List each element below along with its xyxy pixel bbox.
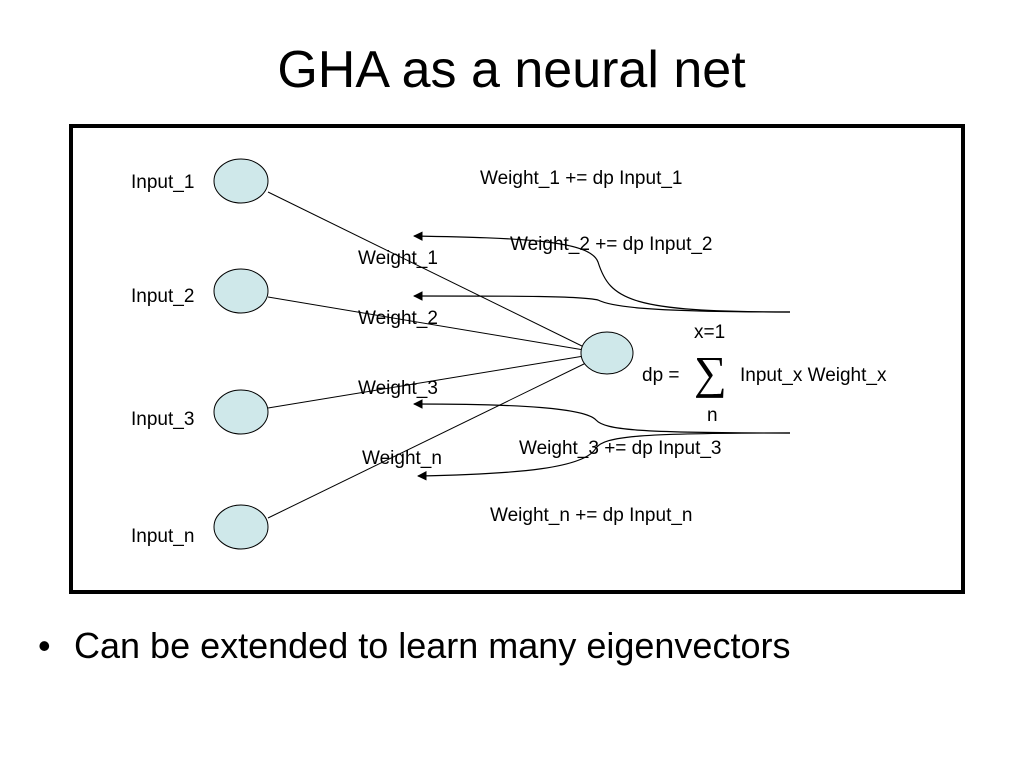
- update-arrow-2: [413, 291, 791, 313]
- bullet-marker: •: [38, 625, 51, 666]
- weight-label-1: Weight_1: [358, 248, 438, 269]
- input-node-1: [213, 158, 269, 204]
- sigma-symbol: ∑: [694, 347, 727, 398]
- input-label-3: Input_3: [131, 409, 194, 430]
- input-label-1: Input_1: [131, 172, 194, 193]
- input-node-2: [213, 268, 269, 314]
- bullet-text: Can be extended to learn many eigenvecto…: [74, 625, 791, 666]
- weight-label-2: Weight_2: [358, 308, 438, 329]
- connection-line-3: [267, 355, 585, 409]
- update-rule-n: Weight_n += dp Input_n: [490, 505, 692, 526]
- formula-terms: Input_x Weight_x: [740, 365, 887, 386]
- input-node-3: [213, 389, 269, 435]
- update-arrow-n: [417, 432, 791, 481]
- weight-label-n: Weight_n: [362, 448, 442, 469]
- update-rule-2: Weight_2 += dp Input_2: [510, 234, 712, 255]
- sum-upper-limit: x=1: [694, 322, 725, 343]
- connection-line-1: [267, 191, 587, 349]
- diagram-frame: [69, 124, 965, 594]
- update-arrow-1: [413, 231, 791, 313]
- output-node: [580, 331, 634, 375]
- update-arrow-3: [413, 399, 791, 434]
- update-rule-3: Weight_3 += dp Input_3: [519, 438, 721, 459]
- connection-line-n: [267, 361, 589, 519]
- update-rule-1: Weight_1 += dp Input_1: [480, 168, 682, 189]
- formula-lhs: dp =: [642, 365, 680, 386]
- slide-title: GHA as a neural net: [277, 41, 746, 99]
- connection-line-2: [267, 296, 585, 351]
- input-label-n: Input_n: [131, 526, 194, 547]
- input-node-n: [213, 504, 269, 550]
- input-label-2: Input_2: [131, 286, 194, 307]
- bullet-item: • Can be extended to learn many eigenvect…: [38, 624, 790, 668]
- sum-lower-limit: n: [707, 405, 718, 426]
- weight-label-3: Weight_3: [358, 378, 438, 399]
